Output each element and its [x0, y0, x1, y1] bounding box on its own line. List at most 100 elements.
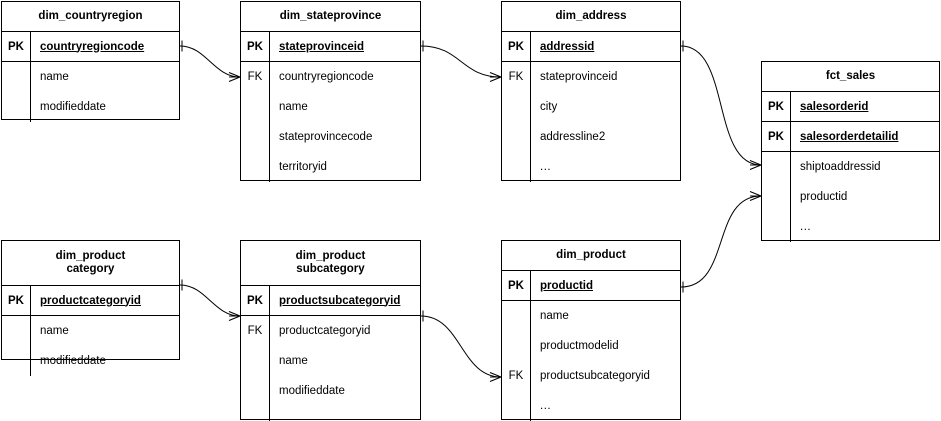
- attribute-names: stateprovinceid city addressline2...: [531, 62, 680, 182]
- key-field-label: stateprovinceid: [279, 40, 364, 53]
- relationship-rel-productcategory-subcategory[interactable]: [179, 279, 241, 321]
- attribute-marker: FK: [508, 71, 524, 83]
- key-field-label: productid: [540, 279, 594, 292]
- attribute-marker: [2, 92, 30, 122]
- attributes-section: FK productcategoryid name modifieddate...: [241, 316, 420, 421]
- attribute-names: shiptoaddressid productid...: [791, 152, 939, 242]
- attribute-row[interactable]: name: [40, 325, 69, 337]
- attribute-marker: [502, 92, 530, 122]
- key-marker: PK: [502, 32, 531, 61]
- key-field-label: salesorderid: [800, 100, 869, 113]
- key-row[interactable]: PK productid: [502, 271, 680, 301]
- attribute-row[interactable]: modifieddate: [40, 355, 106, 367]
- relationship-rel-countryregion-stateprovince[interactable]: [179, 40, 241, 82]
- attribute-row[interactable]: productmodelid: [540, 340, 619, 352]
- attribute-marker: [502, 301, 530, 331]
- attribute-marker: FK: [247, 325, 263, 337]
- attribute-row[interactable]: stateprovincecode: [279, 131, 373, 143]
- key-field-name: stateprovinceid: [270, 32, 420, 61]
- attribute-row[interactable]: countryregioncode: [279, 71, 374, 83]
- relationship-line: [680, 45, 762, 166]
- attribute-row[interactable]: productsubcategoryid: [540, 370, 650, 382]
- attribute-marker: [241, 376, 269, 406]
- attribute-row[interactable]: shiptoaddressid: [800, 161, 881, 173]
- key-row[interactable]: PK addressid: [502, 32, 680, 62]
- attribute-row[interactable]: name: [540, 310, 569, 322]
- attribute-markers: [762, 152, 791, 242]
- relationship-line: [179, 45, 241, 78]
- key-field-label: productsubcategoryid: [279, 294, 401, 307]
- key-field-label: salesorderdetailid: [800, 130, 899, 143]
- cardinality-many-crowsfoot: [489, 72, 502, 82]
- attribute-row[interactable]: name: [40, 71, 69, 83]
- attribute-marker: [762, 152, 790, 182]
- relationship-line: [420, 315, 502, 378]
- attribute-names: productcategoryid name modifieddate...: [270, 316, 420, 421]
- attribute-marker: [762, 182, 790, 212]
- cardinality-many-crowsfoot: [228, 72, 241, 82]
- attribute-row[interactable]: ...: [279, 415, 291, 421]
- attribute-markers: FK: [241, 62, 270, 182]
- attribute-row[interactable]: city: [540, 101, 558, 113]
- attribute-row[interactable]: name: [279, 101, 308, 113]
- attributes-section: name modifieddate: [2, 316, 179, 376]
- attribute-markers: FK: [502, 301, 531, 421]
- attribute-row[interactable]: productcategoryid: [279, 325, 371, 337]
- relationship-rel-product-sales[interactable]: [680, 191, 762, 293]
- key-marker: PK: [762, 122, 791, 151]
- attribute-names: name productmodelid productsubcategoryid..…: [531, 301, 680, 421]
- attribute-row[interactable]: stateprovinceid: [540, 71, 618, 83]
- entity-title: dim_product subcategory: [241, 241, 420, 286]
- attribute-marker: [502, 122, 530, 152]
- attribute-marker: FK: [247, 71, 263, 83]
- attribute-row[interactable]: modifieddate: [279, 385, 345, 397]
- attribute-names: name modifieddate: [31, 316, 179, 376]
- relationship-rel-address-sales[interactable]: [680, 40, 762, 170]
- entity-title: dim_stateprovince: [241, 2, 420, 32]
- attribute-row[interactable]: modifieddate: [40, 101, 106, 113]
- key-field-name: productsubcategoryid: [270, 286, 420, 315]
- attribute-row[interactable]: productid: [800, 191, 848, 203]
- attributes-section: FK countryregioncode name stateprovincecode…: [241, 62, 420, 182]
- cardinality-many-crowsfoot: [489, 372, 502, 382]
- attributes-section: shiptoaddressid productid...: [762, 152, 939, 242]
- relationship-line: [680, 195, 762, 288]
- entity-title: dim_address: [502, 2, 680, 32]
- key-row[interactable]: PK stateprovinceid: [241, 32, 420, 62]
- cardinality-many-crowsfoot: [228, 311, 241, 321]
- relationship-rel-subcategory-product[interactable]: [420, 310, 502, 382]
- cardinality-many-crowsfoot: [749, 191, 762, 201]
- attribute-row[interactable]: ...: [800, 221, 812, 233]
- attribute-row[interactable]: addressline2: [540, 131, 606, 143]
- attribute-marker: [502, 391, 530, 421]
- attribute-markers: [2, 62, 31, 122]
- entity-title: dim_product: [502, 241, 680, 271]
- relationship-rel-stateprovince-address[interactable]: [420, 40, 502, 82]
- attribute-markers: FK: [502, 62, 531, 182]
- attribute-row[interactable]: territoryid: [279, 161, 327, 173]
- attributes-section: FK name productmodelid productsubcategoryid…: [502, 301, 680, 421]
- attribute-row[interactable]: ...: [540, 161, 552, 173]
- key-marker: PK: [241, 32, 270, 61]
- key-marker: PK: [502, 271, 531, 300]
- attribute-row[interactable]: name: [279, 355, 308, 367]
- attribute-marker: [502, 331, 530, 361]
- key-field-name: salesorderdetailid: [791, 122, 939, 151]
- attribute-marker: [241, 122, 269, 152]
- attribute-row[interactable]: ...: [540, 400, 552, 412]
- key-row[interactable]: PK salesorderdetailid: [762, 122, 939, 152]
- key-field-label: addressid: [540, 40, 595, 53]
- attribute-markers: [2, 316, 31, 376]
